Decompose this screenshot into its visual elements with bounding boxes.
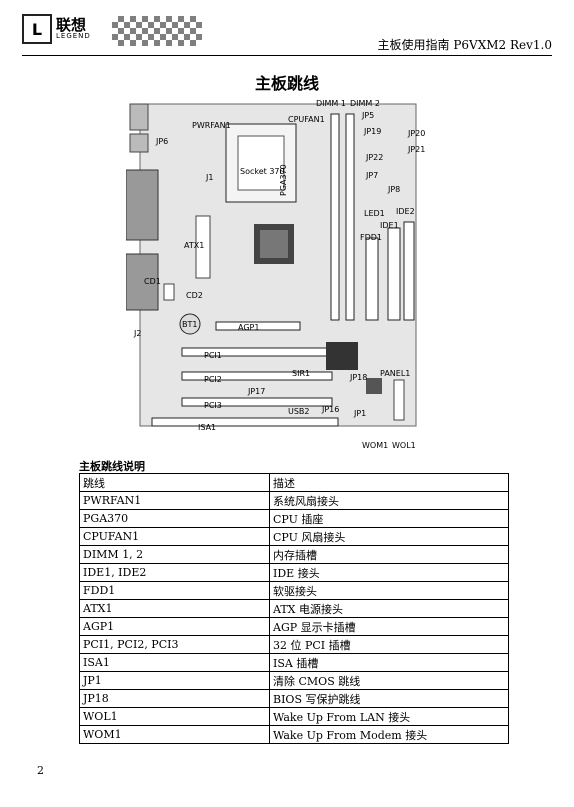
cell-jumper: CPUFAN1 [79,527,270,546]
label-pci2: PCI2 [204,375,222,384]
header-divider [22,55,552,56]
label-cd2: CD2 [186,291,203,300]
table-header-row: 跳线 描述 [79,473,509,492]
label-agp1: AGP1 [238,323,259,332]
cell-description: 软驱接头 [269,581,509,600]
label-j1: J1 [205,173,213,182]
label-wom1: WOM1 [362,441,388,450]
label-pci3: PCI3 [204,401,222,410]
motherboard-diagram: PWRFAN1 JP6 J1 Socket 370 PGA370 CPUFAN1… [125,98,426,450]
label-pga370: PGA370 [279,164,288,196]
label-led1: LED1 [364,209,385,218]
label-usb2: USB2 [288,407,310,416]
cell-jumper: IDE1, IDE2 [79,563,270,582]
header-description: 描述 [269,473,509,492]
header-jumper: 跳线 [79,473,270,492]
cell-jumper: JP1 [79,671,270,690]
label-jp19: JP19 [363,127,381,136]
label-isa1: ISA1 [198,423,216,432]
label-cpufan1: CPUFAN1 [288,115,325,124]
label-jp20: JP20 [407,129,425,138]
legend-logo: L 联想 LEGEND [22,14,91,44]
label-jp6: JP6 [155,137,168,146]
cell-description: CPU 风扇接头 [269,527,509,546]
page-heading: 主板跳线 [254,74,319,93]
logo-cn-text: 联想 [56,16,87,34]
label-atx1: ATX1 [184,241,204,250]
logo-mark-icon: L [22,14,52,44]
label-jp21: JP21 [407,145,425,154]
cell-jumper: PCI1, PCI2, PCI3 [79,635,270,654]
label-wol1: WOL1 [392,441,416,450]
label-dimm2: DIMM 2 [350,99,380,108]
cell-jumper: WOM1 [79,725,270,744]
page-number: 2 [37,764,44,777]
cell-description: 清除 CMOS 跳线 [269,671,509,690]
logo-en-text: LEGEND [56,32,91,40]
cell-jumper: ATX1 [79,599,270,618]
cell-jumper: JP18 [79,689,270,708]
cell-description: 内存插槽 [269,545,509,564]
label-dimm1: DIMM 1 [316,99,346,108]
cell-jumper: DIMM 1, 2 [79,545,270,564]
label-jp18: JP18 [349,373,367,382]
cell-description: BIOS 写保护跳线 [269,689,509,708]
label-socket: Socket 370 [240,167,285,176]
cell-description: CPU 插座 [269,509,509,528]
label-jp16: JP16 [321,405,339,414]
label-j2: J2 [133,329,141,338]
cell-description: ISA 插槽 [269,653,509,672]
cell-jumper: FDD1 [79,581,270,600]
cell-description: 系统风扇接头 [269,491,509,510]
label-ide2: IDE2 [396,207,415,216]
cell-description: IDE 接头 [269,563,509,582]
page-header: L 联想 LEGEND 主板使用指南 P6VXM2 Rev1.0 [22,12,552,58]
label-pwrfan1: PWRFAN1 [192,121,231,130]
decorative-checker-pattern [112,16,202,46]
label-jp8: JP8 [387,185,400,194]
section-title: 主板跳线说明 [79,460,145,473]
label-bt1: BT1 [182,320,197,329]
cell-jumper: WOL1 [79,707,270,726]
cell-description: Wake Up From Modem 接头 [269,725,509,744]
label-jp5: JP5 [361,111,374,120]
cell-jumper: AGP1 [79,617,270,636]
document-title: 主板使用指南 P6VXM2 Rev1.0 [377,38,552,52]
label-sir1: SIR1 [292,369,310,378]
label-jp22: JP22 [365,153,383,162]
label-ide1: IDE1 [380,221,399,230]
label-cd1: CD1 [144,277,161,286]
label-pci1: PCI1 [204,351,222,360]
cell-description: AGP 显示卡插槽 [269,617,509,636]
label-fdd1: FDD1 [360,233,382,242]
label-jp7: JP7 [365,171,378,180]
cell-jumper: ISA1 [79,653,270,672]
label-jp1: JP1 [353,409,366,418]
cell-jumper: PWRFAN1 [79,491,270,510]
cell-jumper: PGA370 [79,509,270,528]
cell-description: 32 位 PCI 插槽 [269,635,509,654]
cell-description: Wake Up From LAN 接头 [269,707,509,726]
cell-description: ATX 电源接头 [269,599,509,618]
label-panel1: PANEL1 [380,369,410,378]
label-jp17: JP17 [247,387,265,396]
